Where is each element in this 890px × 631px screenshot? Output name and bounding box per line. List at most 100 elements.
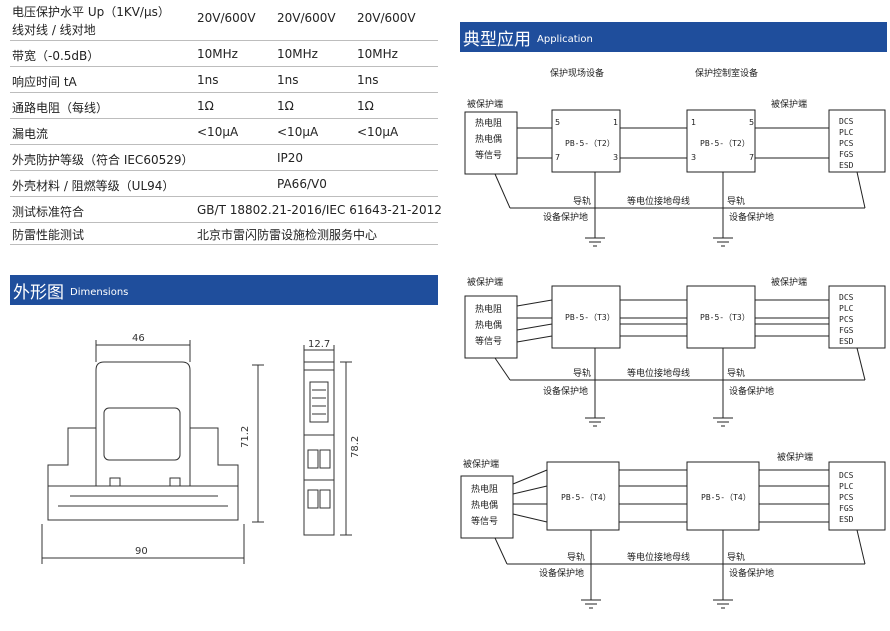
- dim-width-bottom: 90: [135, 546, 148, 557]
- rail-label: 导轨: [573, 195, 591, 207]
- ground-label: 设备保护地: [729, 211, 774, 223]
- ground-label: 设备保护地: [729, 385, 774, 397]
- spec-value: 1Ω: [197, 99, 214, 113]
- spec-value: <10μA: [197, 125, 239, 139]
- side-body-outline: [303, 369, 335, 536]
- section-subtitle: Dimensions: [70, 287, 129, 298]
- ground-label: 设备保护地: [543, 385, 588, 397]
- field-device-label: 保护现场设备: [550, 67, 604, 79]
- svg-text:1: 1: [691, 118, 696, 127]
- spec-label: 测试标准符合: [12, 205, 85, 219]
- system-item: PLC: [839, 482, 854, 491]
- spec-row-leakage: 漏电流 <10μA <10μA <10μA: [10, 119, 438, 145]
- spec-row-standard: 测试标准符合 GB/T 18802.21-2016/IEC 61643-21-2…: [10, 197, 442, 223]
- spd-module-t3: [551, 285, 621, 349]
- system-item: PLC: [839, 304, 854, 313]
- spec-value: PA66/V0: [277, 177, 327, 191]
- spec-value: <10μA: [277, 125, 319, 139]
- ground-label: 设备保护地: [543, 211, 588, 223]
- system-item: DCS: [839, 471, 854, 480]
- module-label: PB-5-（T3）: [565, 313, 615, 322]
- sensor-line: 热电偶: [471, 499, 498, 511]
- spd-module-t3: [686, 285, 756, 349]
- spec-value: 1Ω: [357, 99, 374, 113]
- rail-label: 导轨: [573, 367, 591, 379]
- spec-value: 1ns: [277, 73, 299, 87]
- system-item: ESD: [839, 515, 854, 524]
- control-device-label: 保护控制室设备: [695, 67, 758, 79]
- system-item: PCS: [839, 315, 854, 324]
- protected-end-label: 被保护端: [467, 98, 503, 110]
- system-item: PCS: [839, 139, 854, 148]
- rail-label: 导轨: [727, 195, 745, 207]
- ground-label: 设备保护地: [729, 567, 774, 579]
- front-label-window: [103, 407, 181, 461]
- protected-end-label: 被保护端: [771, 98, 807, 110]
- spec-label: 响应时间 tA: [12, 75, 77, 89]
- spec-value: 1ns: [197, 73, 219, 87]
- module-label: PB-5-（T4）: [561, 493, 611, 502]
- spec-value: <10μA: [357, 125, 399, 139]
- spec-value: IP20: [277, 151, 304, 165]
- system-box: [828, 285, 886, 349]
- system-item: DCS: [839, 117, 854, 126]
- protected-end-label: 被保护端: [777, 451, 813, 463]
- spec-value: GB/T 18802.21-2016/IEC 61643-21-2012: [197, 203, 442, 217]
- dim-width-top: 46: [132, 333, 145, 344]
- system-item: ESD: [839, 161, 854, 170]
- dim-height-inner: 71.2: [240, 426, 251, 448]
- svg-text:7: 7: [749, 153, 754, 162]
- protected-end-label: 被保护端: [771, 276, 807, 288]
- system-box: [828, 109, 886, 173]
- spd-module-t4: [546, 461, 620, 531]
- spec-value: 10MHz: [357, 47, 398, 61]
- module-label: PB-5-（T3）: [700, 313, 750, 322]
- application-diagrams: 保护现场设备 保护控制室设备 被保护端 被保护端 热电阻 热电偶 等信号 PB-…: [460, 67, 886, 609]
- spec-row-voltage: 电压保护水平 Up（1KV/μs） 线对线 / 线对地 20V/600V 20V…: [10, 0, 438, 41]
- equipotential-label: 等电位接地母线: [627, 551, 690, 563]
- spec-value: 北京市雷闪防雷设施检测服务中心: [197, 228, 378, 242]
- spec-row-resistance: 通路电阻（每线） 1Ω 1Ω 1Ω: [10, 93, 438, 119]
- sensor-line: 等信号: [475, 149, 502, 161]
- system-item: FGS: [839, 504, 854, 513]
- rail-label: 导轨: [567, 551, 585, 563]
- system-item: DCS: [839, 293, 854, 302]
- spec-row-test: 防雷性能测试 北京市雷闪防雷设施检测服务中心: [10, 223, 438, 245]
- dimensions-header: 外形图 Dimensions: [10, 275, 438, 305]
- svg-text:5: 5: [749, 118, 754, 127]
- spec-value: 10MHz: [277, 47, 318, 61]
- sensor-line: 热电偶: [475, 133, 502, 145]
- sensor-line: 热电阻: [475, 117, 502, 129]
- spec-label: 外壳材料 / 阻燃等级（UL94）: [12, 179, 175, 193]
- spec-row-material: 外壳材料 / 阻燃等级（UL94） PA66/V0: [10, 171, 438, 197]
- sensor-line: 热电阻: [475, 303, 502, 315]
- system-box: [828, 461, 886, 531]
- spec-row-ip: 外壳防护等级（符合 IEC60529） IP20: [10, 145, 438, 171]
- section-subtitle: Application: [537, 34, 593, 45]
- sensor-line: 等信号: [475, 335, 502, 347]
- spec-label: 防雷性能测试: [12, 228, 85, 242]
- svg-text:3: 3: [613, 153, 618, 162]
- spec-label: 外壳防护等级（符合 IEC60529）: [12, 153, 194, 167]
- spec-label: 带宽（-0.5dB）: [12, 49, 100, 63]
- sensor-box: [464, 295, 518, 359]
- spec-label: 电压保护水平 Up（1KV/μs）: [12, 5, 170, 19]
- sensor-line: 热电阻: [471, 483, 498, 495]
- dim-depth: 12.7: [308, 339, 330, 350]
- spec-label: 通路电阻（每线）: [12, 101, 109, 115]
- spec-label: 漏电流: [12, 127, 49, 141]
- module-label: PB-5-（T2）: [565, 139, 615, 148]
- spec-value: 1ns: [357, 73, 379, 87]
- spec-row-bandwidth: 带宽（-0.5dB） 10MHz 10MHz 10MHz: [10, 41, 438, 67]
- sensor-line: 热电偶: [475, 319, 502, 331]
- ground-label: 设备保护地: [539, 567, 584, 579]
- system-item: PLC: [839, 128, 854, 137]
- equipotential-label: 等电位接地母线: [627, 367, 690, 379]
- system-item: PCS: [839, 493, 854, 502]
- system-item: ESD: [839, 337, 854, 346]
- protected-end-label: 被保护端: [467, 276, 503, 288]
- system-item: FGS: [839, 326, 854, 335]
- spec-row-response: 响应时间 tA 1ns 1ns 1ns: [10, 67, 438, 93]
- sensor-line: 等信号: [471, 515, 498, 527]
- rail-label: 导轨: [727, 367, 745, 379]
